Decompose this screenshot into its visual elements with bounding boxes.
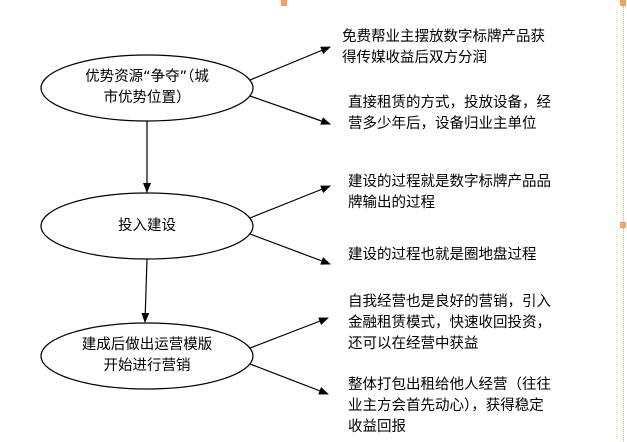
note-3a: 自我经营也是良好的营销，引入 金融租赁模式，快速收回投资， 还可以在经营中获益 bbox=[348, 292, 618, 355]
node-1-label: 优势资源“争夺”（城 市优势位置） bbox=[54, 66, 240, 110]
selection-frame-right-edge-lower bbox=[623, 228, 624, 442]
node-2-label: 投入建设 bbox=[54, 214, 240, 238]
note-3b-line-3: 收益回报 bbox=[348, 419, 406, 435]
selection-handle-top-right[interactable] bbox=[620, 0, 626, 6]
node-3-line-2: 开始进行营销 bbox=[103, 358, 191, 374]
node-3-shape bbox=[40, 322, 254, 390]
node-2-line-1: 投入建设 bbox=[118, 217, 176, 234]
note-1a-line-2: 得传媒收益后双方分润 bbox=[342, 50, 487, 66]
selection-frame-right-edge bbox=[623, 6, 624, 222]
flow-arrow-2-3 bbox=[141, 258, 150, 323]
note-1b-line-1: 直接租赁的方式，投放设备，经 bbox=[348, 95, 551, 111]
node-3-line-1: 建成后做出运营模版 bbox=[81, 337, 213, 353]
branch-arrow-2b bbox=[249, 233, 331, 265]
node-1-line-2: 市优势位置） bbox=[103, 90, 191, 106]
note-3b-line-1: 整体打包出租给他人经营（往往 bbox=[348, 377, 551, 393]
note-2a-line-1: 建设的过程就是数字标牌产品品 bbox=[348, 174, 551, 190]
branch-arrow-3a bbox=[249, 317, 329, 349]
note-3b: 整体打包出租给他人经营（往往 业主方会首先动心），获得稳定 收益回报 bbox=[348, 375, 618, 438]
selection-handle-top-middle[interactable] bbox=[281, 0, 287, 6]
node-3-label: 建成后做出运营模版 开始进行营销 bbox=[54, 334, 240, 378]
note-3a-line-1: 自我经营也是良好的营销，引入 bbox=[348, 294, 551, 310]
branch-arrow-2a bbox=[249, 185, 331, 219]
branch-arrow-1a bbox=[249, 46, 331, 81]
note-3b-line-2: 业主方会首先动心），获得稳定 bbox=[348, 398, 544, 414]
note-1b: 直接租赁的方式，投放设备，经 营多少年后，设备归业主单位 bbox=[348, 93, 618, 135]
note-1a: 免费帮业主摆放数字标牌产品获 得传媒收益后双方分润 bbox=[342, 27, 612, 69]
node-1-line-1: 优势资源“争夺”（城 bbox=[85, 69, 209, 85]
selection-handle-right-middle[interactable] bbox=[620, 222, 626, 228]
note-2b-line-1: 建设的过程也就是圈地盘过程 bbox=[348, 247, 537, 263]
note-3a-line-2: 金融租赁模式，快速收回投资， bbox=[348, 315, 551, 331]
note-1a-line-1: 免费帮业主摆放数字标牌产品获 bbox=[342, 29, 545, 45]
branch-arrow-3b bbox=[249, 363, 329, 395]
note-2b: 建设的过程也就是圈地盘过程 bbox=[348, 245, 618, 266]
note-2a: 建设的过程就是数字标牌产品品 牌输出的过程 bbox=[348, 172, 618, 214]
note-1b-line-2: 营多少年后，设备归业主单位 bbox=[348, 116, 537, 132]
branch-arrow-1b bbox=[249, 95, 331, 125]
note-3a-line-3: 还可以在经营中获益 bbox=[348, 336, 479, 352]
note-2a-line-2: 牌输出的过程 bbox=[348, 195, 435, 211]
